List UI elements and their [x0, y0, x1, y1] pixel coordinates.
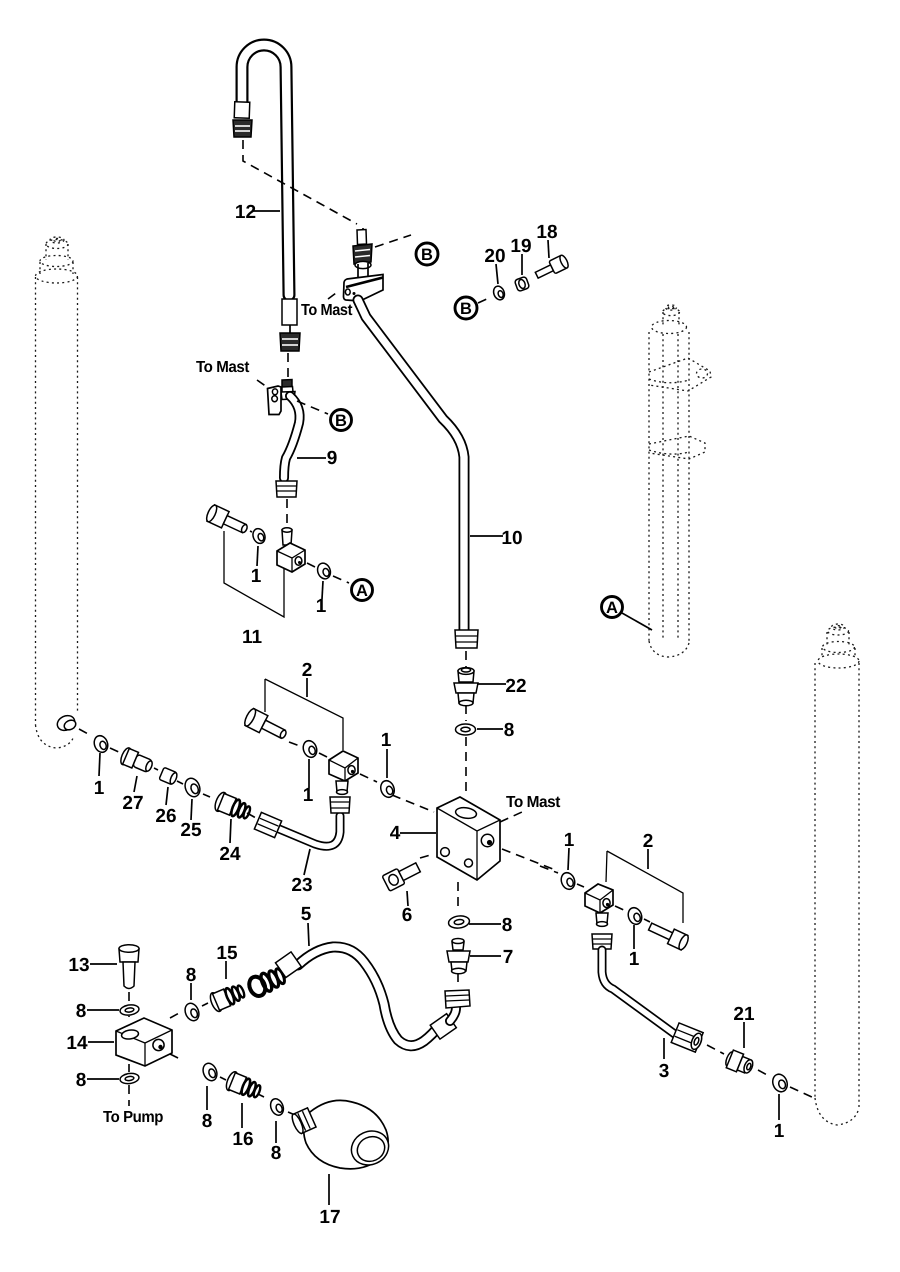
svg-text:27: 27	[122, 793, 143, 814]
svg-text:9: 9	[327, 448, 338, 469]
svg-text:To Mast: To Mast	[506, 794, 561, 811]
svg-text:1: 1	[381, 730, 392, 751]
svg-text:10: 10	[501, 528, 522, 549]
svg-text:1: 1	[564, 830, 575, 851]
svg-text:B: B	[460, 300, 472, 318]
svg-text:3: 3	[659, 1061, 670, 1082]
svg-text:13: 13	[68, 955, 89, 976]
svg-text:B: B	[421, 246, 433, 264]
svg-text:B: B	[335, 412, 347, 430]
svg-text:1: 1	[316, 596, 327, 617]
svg-text:1: 1	[251, 566, 262, 587]
svg-text:8: 8	[504, 720, 515, 741]
svg-text:16: 16	[232, 1129, 253, 1150]
svg-text:5: 5	[301, 904, 312, 925]
svg-text:To Pump: To Pump	[103, 1109, 164, 1126]
svg-text:A: A	[356, 582, 368, 600]
svg-text:8: 8	[202, 1111, 213, 1132]
svg-text:18: 18	[536, 222, 557, 243]
svg-text:25: 25	[180, 820, 202, 841]
svg-text:To Mast: To Mast	[301, 302, 353, 319]
svg-text:8: 8	[186, 965, 197, 986]
svg-text:1: 1	[774, 1121, 785, 1142]
svg-text:1: 1	[629, 949, 640, 970]
svg-text:20: 20	[484, 246, 505, 267]
svg-text:8: 8	[76, 1001, 87, 1022]
svg-text:26: 26	[155, 806, 176, 827]
svg-text:4: 4	[390, 823, 401, 844]
svg-text:21: 21	[733, 1004, 755, 1025]
svg-text:19: 19	[510, 236, 531, 257]
svg-text:2: 2	[643, 831, 654, 852]
svg-text:15: 15	[216, 943, 238, 964]
svg-text:22: 22	[505, 676, 526, 697]
svg-text:23: 23	[291, 875, 312, 896]
svg-text:14: 14	[66, 1033, 88, 1054]
svg-text:1: 1	[94, 778, 105, 799]
svg-text:1: 1	[303, 785, 314, 806]
svg-text:8: 8	[502, 915, 513, 936]
svg-text:To Mast: To Mast	[196, 359, 250, 376]
svg-text:17: 17	[319, 1207, 340, 1228]
svg-text:12: 12	[235, 202, 256, 223]
svg-text:11: 11	[242, 627, 263, 648]
svg-text:A: A	[606, 599, 618, 617]
svg-text:7: 7	[503, 947, 514, 968]
svg-text:8: 8	[76, 1070, 87, 1091]
svg-text:6: 6	[402, 905, 413, 926]
svg-text:24: 24	[219, 844, 241, 865]
svg-text:2: 2	[302, 660, 313, 681]
svg-text:8: 8	[271, 1143, 282, 1164]
